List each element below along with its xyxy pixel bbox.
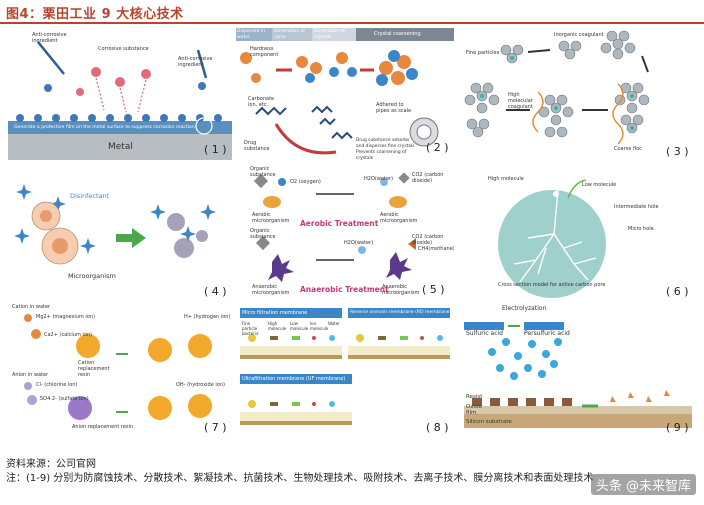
p6-intermediate: Intermediate hole (614, 204, 659, 210)
p8-col-5: Water (328, 321, 340, 326)
panel-6-illustration (498, 173, 606, 298)
panel-4-illustration (14, 184, 216, 265)
p5-co2-2: CO2 (carbon dioxide) (412, 234, 444, 246)
p5-anaerobic-micro-2: Anaerobic microorganism (382, 284, 420, 296)
p6-caption: Cross section model for active carbon po… (498, 282, 606, 288)
p5-o2: O2 (oxygen) (290, 179, 321, 185)
p5-anaerobic-micro-1: Anaerobic microorganism (252, 284, 290, 296)
p7-ca: Ca2+ (calcium ion) (44, 332, 93, 338)
p2-carbonate: Carbonate ion, etc. (248, 96, 275, 108)
p5-h2o-1: H2O(water) (364, 176, 394, 182)
p9-resist: Resist (466, 394, 483, 400)
p5-h2o-2: H2O(water) (344, 240, 374, 246)
p2-number: ( 2 ) (426, 141, 449, 154)
p7-cl: Cl- (chlorine ion) (36, 382, 78, 388)
p6-number: ( 6 ) (666, 285, 689, 298)
p8-col-3: Low molecule (290, 321, 309, 331)
panel-5-illustration (253, 172, 416, 282)
p7-cation-resin: Cation replacement resin (78, 360, 110, 378)
p9-sulfuric: Sulfuric acid (466, 330, 503, 337)
p9-number: ( 9 ) (666, 421, 689, 434)
p1-number: ( 1 ) (204, 143, 227, 156)
panel-7-illustration (24, 314, 212, 420)
p9-electro: Electrolyzation (502, 305, 547, 312)
p1-metal: Metal (108, 142, 133, 152)
panel-3-flocculation: Fine particles Inorganic coagulant High … (458, 28, 696, 160)
p3-fine: Fine particles (466, 50, 500, 56)
p8-ro: Reverse osmosis membrane (RO membrane) (350, 310, 452, 315)
figure-source: 资料来源：公司官网 (6, 459, 96, 470)
p5-anaerobic-treat: Anaerobic Treatment (300, 285, 389, 294)
p5-number: ( 5 ) (422, 283, 445, 296)
p4-micro: Microorganism (68, 272, 116, 280)
p7-number: ( 7 ) (204, 421, 227, 434)
p5-co2-1: CO2 (carbon dioxide) (412, 172, 444, 184)
p5-ch4: CH4(methane) (418, 246, 454, 252)
p1-corrosive: Corrosive substance (98, 46, 149, 52)
p2-head-2: Generation of cores (274, 29, 305, 40)
panel-6-adsorption: High molecule Low molecule Intermediate … (458, 164, 696, 298)
p1-anti-left: Anti-corrosive ingredient (32, 32, 67, 44)
p3-polymer: High molecular coagulant (508, 92, 533, 110)
p7-mg: Mg2+ (magnesium ion) (36, 314, 95, 320)
p5-aerobic-micro-1: Aerobic microorganism (252, 212, 290, 224)
p1-anti-right: Anti-corrosive ingredient (178, 56, 213, 68)
p7-anion-water: Anion in water (12, 372, 49, 378)
p2-adhered: Adhered to pipes as scale (376, 102, 412, 114)
p8-col-2: High molecule (268, 321, 287, 331)
panel-2-illustration (236, 28, 454, 155)
p5-aerobic-micro-2: Aerobic microorganism (380, 212, 418, 224)
p9-persulfuric: Persulfuric acid (524, 330, 570, 337)
p5-aerobic-treat: Aerobic Treatment (300, 219, 379, 228)
p4-number: ( 4 ) (204, 285, 227, 298)
p8-mf: Micro filtration membrane (242, 310, 308, 316)
p2-hardness: Hardness component (250, 46, 279, 58)
p6-low: Low molecule (582, 182, 617, 188)
panel-4-antibacterial: Disinfectant Microorganism ( 4 ) (8, 164, 232, 298)
panel-8-illustration (240, 308, 450, 425)
panel-3-illustration (464, 30, 650, 145)
p7-cation-water: Cation in water (12, 304, 51, 310)
panel-9-illustration (464, 322, 692, 428)
panel-1-illustration (8, 41, 232, 160)
p7-so4: SO4 2- (sulfate ion) (40, 396, 89, 402)
watermark: 头条 @未来智库 (590, 474, 696, 495)
p9-oxide: Oxide film (466, 404, 482, 416)
p6-high: High molecule (488, 176, 524, 182)
p8-uf: Ultrafiltration membrane (UF membrane) (242, 376, 346, 382)
p2-head-4: Crystal coarsening (374, 31, 421, 37)
p8-col-1: Fine particle bacteria (242, 321, 259, 336)
p2-head-3: Generation of crystals (314, 29, 345, 40)
panel-7-deionization: Cation in water Mg2+ (magnesium ion) Ca2… (8, 302, 232, 434)
p7-h: H+ (hydrogen ion) (184, 314, 231, 320)
p3-inorganic: Inorganic coagulant (554, 32, 604, 38)
p2-drug: Drug substance (244, 140, 270, 152)
title-rule (0, 22, 704, 24)
p3-coarse: Coarse floc (614, 146, 642, 152)
p2-head-1: Dispersed in water (237, 29, 266, 40)
p9-silicon: Silicon substrate (466, 419, 512, 425)
panel-9-surface: Electrolyzation Sulfuric acid Persulfuri… (458, 302, 696, 434)
panel-1-anticorrosion: Anti-corrosive ingredient Corrosive subs… (8, 28, 232, 160)
p3-number: ( 3 ) (666, 145, 689, 158)
p8-number: ( 8 ) (426, 421, 449, 434)
p2-adsorbs: Drug substance adsorbs and disperses fin… (356, 138, 415, 160)
p8-col-4: Ion molecule (310, 321, 329, 331)
p4-disinfectant: Disinfectant (70, 192, 110, 200)
figure-title: 图4：栗田工业 9 大核心技术 (6, 7, 184, 22)
figure-note: 注：(1-9) 分别为防腐蚀技术、分散技术、絮凝技术、抗菌技术、生物处理技术、吸… (6, 473, 594, 484)
p5-organic-1: Organic substance (250, 166, 276, 178)
p1-film: Generate a protective film on the metal … (14, 125, 195, 130)
panel-2-dispersion: Dispersed in water Generation of cores G… (236, 28, 454, 160)
panel-5-biological: Organic substance O2 (oxygen) H2O(water)… (236, 164, 454, 298)
p7-anion-resin: Anion replacement resin (72, 424, 134, 430)
panel-8-membrane: Micro filtration membrane Reverse osmosi… (236, 302, 454, 434)
p5-organic-2: Organic substance (250, 228, 276, 240)
p7-oh: OH- (hydroxide ion) (176, 382, 225, 388)
p6-micro: Micro hole (628, 226, 654, 232)
